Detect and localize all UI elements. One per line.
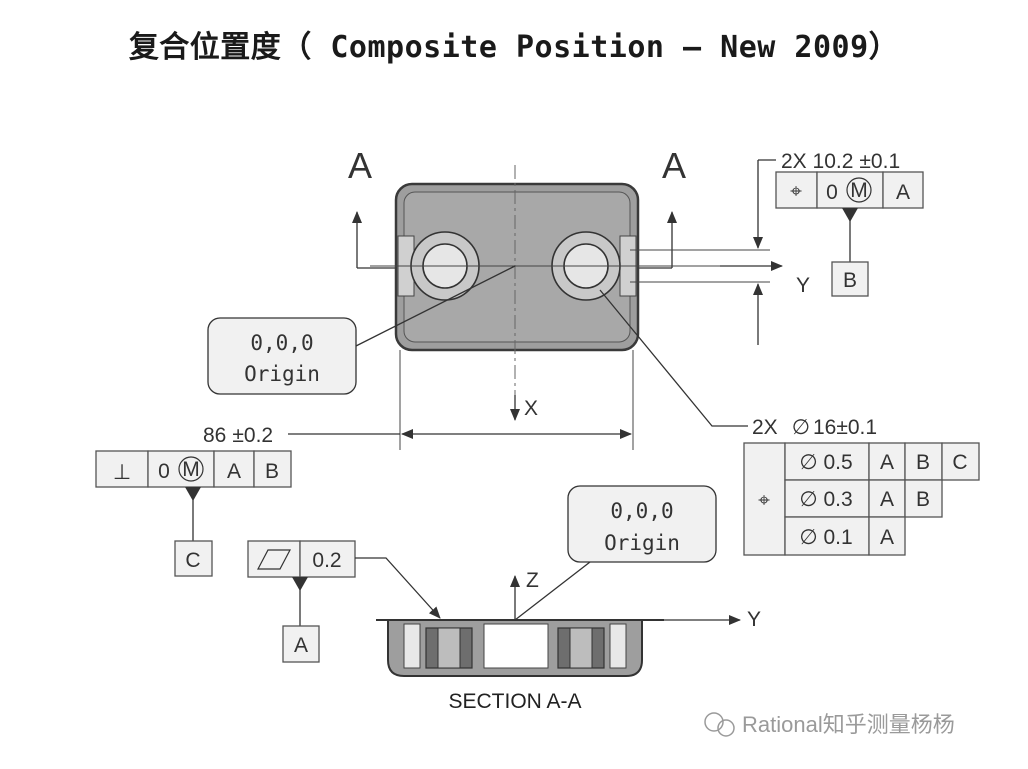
position-icon: ⌖ <box>790 180 802 203</box>
perp-cell-datum-b <box>253 450 292 488</box>
wechat-icon <box>704 712 724 732</box>
perp-datum-b: B <box>265 460 279 483</box>
fcf-datum-a: A <box>896 181 910 204</box>
z-axis-label: Z <box>526 569 539 592</box>
mmc-modifier: M <box>850 179 868 202</box>
composite-row3-datum1-cell <box>868 516 906 556</box>
flatness-tolerance-cell <box>299 540 356 578</box>
fcf-cell-symbol <box>775 171 818 209</box>
section-left-wall-cut <box>403 623 421 669</box>
wechat-icon-secondary <box>717 719 735 737</box>
composite-row1-datum1-cell <box>868 442 906 481</box>
perp-mmc-circle-icon <box>178 456 204 482</box>
flatness-leader <box>355 557 441 619</box>
datum-b-triangle-icon <box>842 208 858 222</box>
datum-c-triangle-icon <box>185 487 201 501</box>
section-left-hole <box>437 627 461 669</box>
section-view: 0.2 A Y Z 0,0,0 Origin SECTION A-A <box>247 485 761 713</box>
perpendicularity-icon: ⊥ <box>113 461 131 484</box>
x-axis-label: X <box>524 397 538 420</box>
watermark: Rational知乎测量杨杨 <box>704 712 955 737</box>
watermark-text: Rational知乎测量杨杨 <box>742 712 955 737</box>
section-right-wall-cut <box>609 623 627 669</box>
composite-row3-tol: ∅ 0.1 <box>799 526 852 549</box>
origin-leader-section <box>514 561 591 621</box>
datum-a-triangle-icon <box>292 577 308 591</box>
mmc-circle-icon <box>846 177 872 203</box>
composite-position-icon: ⌖ <box>758 489 770 512</box>
perpendicularity-fcf: ⊥ 0 M A B <box>95 450 292 488</box>
origin-callout-top <box>207 317 357 395</box>
perp-cell-symbol <box>95 450 149 488</box>
top-view: A A X Y 2X 10.2±0.1 ⌖ 0 <box>95 145 924 577</box>
datum-c-box <box>174 540 213 577</box>
composite-row1-tol: ∅ 0.5 <box>799 451 852 474</box>
perp-mmc-modifier: M <box>182 458 200 481</box>
flatness-icon <box>257 549 291 570</box>
section-y-axis-label: Y <box>747 608 761 631</box>
composite-row2-datum2-cell <box>904 479 943 518</box>
hole-width-dimension: 2X 10.2±0.1 <box>781 150 900 173</box>
flatness-tolerance: 0.2 <box>312 549 341 572</box>
datum-b-label: B <box>843 269 857 292</box>
composite-row2-datum1: A <box>880 488 894 511</box>
section-label-left: A <box>348 145 372 186</box>
origin-callout-section <box>567 485 717 563</box>
composite-row1-datum3-cell <box>941 442 980 481</box>
perp-datum-a: A <box>227 460 241 483</box>
composite-row3-tol-cell <box>784 516 870 556</box>
section-center-cavity <box>483 623 549 669</box>
fcf-cell-tolerance <box>816 171 884 209</box>
composite-fcf-leader <box>599 289 748 427</box>
datum-b-box <box>831 261 869 297</box>
composite-row2-tol-cell <box>784 479 870 518</box>
composite-position-fcf: 2X∅16±0.1 ⌖ ∅ 0.5 A B C ∅ 0.3 A B ∅ 0.1 … <box>599 289 980 556</box>
composite-row2-datum2: B <box>916 488 930 511</box>
composite-symbol-cell <box>743 442 786 556</box>
origin-coords-top: 0,0,0 <box>250 331 313 355</box>
composite-row1-datum2: B <box>916 451 930 474</box>
fcf-tolerance-value: 0 <box>826 181 838 204</box>
perp-tolerance-value: 0 <box>158 460 170 483</box>
composite-callout: 2X∅16±0.1 <box>752 416 877 439</box>
fcf-cell-datum <box>882 171 924 209</box>
section-right-hole <box>569 627 593 669</box>
datum-a-box <box>282 625 320 663</box>
composite-row1-datum1: A <box>880 451 894 474</box>
flatness-symbol-cell <box>247 540 301 578</box>
datum-a-label: A <box>294 634 308 657</box>
origin-coords-section: 0,0,0 <box>610 499 673 523</box>
datum-c-label: C <box>185 549 200 572</box>
origin-label-top: Origin <box>244 362 320 386</box>
origin-label-section: Origin <box>604 531 680 555</box>
composite-row1-datum3: C <box>952 451 967 474</box>
hole-position-fcf: ⌖ 0 M A <box>775 171 924 209</box>
section-label-right: A <box>662 145 686 186</box>
composite-row2-tol: ∅ 0.3 <box>799 488 852 511</box>
length-dimension: 86±0.2 <box>203 424 273 447</box>
origin-leader-top <box>351 265 516 349</box>
page-title: 复合位置度（ Composite Position – New 2009） <box>128 30 900 65</box>
section-label: SECTION A-A <box>448 690 581 713</box>
composite-row3-datum1: A <box>880 526 894 549</box>
perp-cell-datum-a <box>213 450 255 488</box>
y-axis-label: Y <box>796 274 810 297</box>
